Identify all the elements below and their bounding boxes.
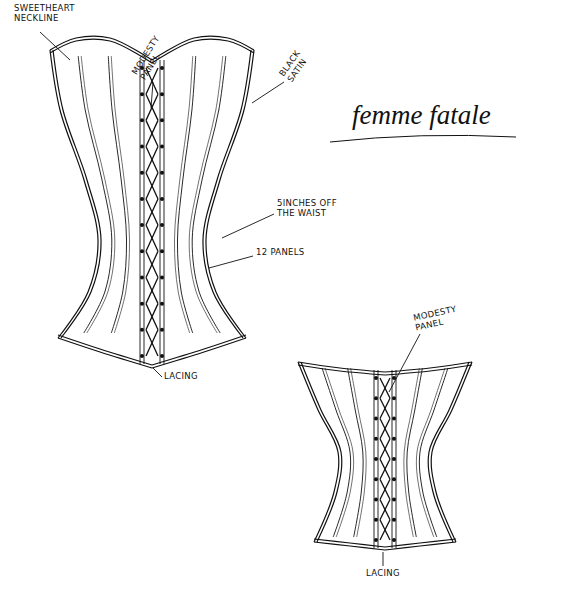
callout-label: MODESTY PANEL [413,303,470,333]
front-corset [50,36,254,368]
title-underline [330,135,516,142]
back-corset [298,362,472,550]
signature-title: femme fatale [352,100,491,131]
callout-label: LACING [366,569,416,579]
callout-label: SWEETHEART NECKLINE [14,4,98,24]
callout-label: 5INCHES OFF THE WAIST [277,199,357,219]
callout-label: LACING [164,372,214,382]
callout-label: 12 PANELS [256,248,326,258]
callout-label: BLACK SATIN [278,35,320,84]
